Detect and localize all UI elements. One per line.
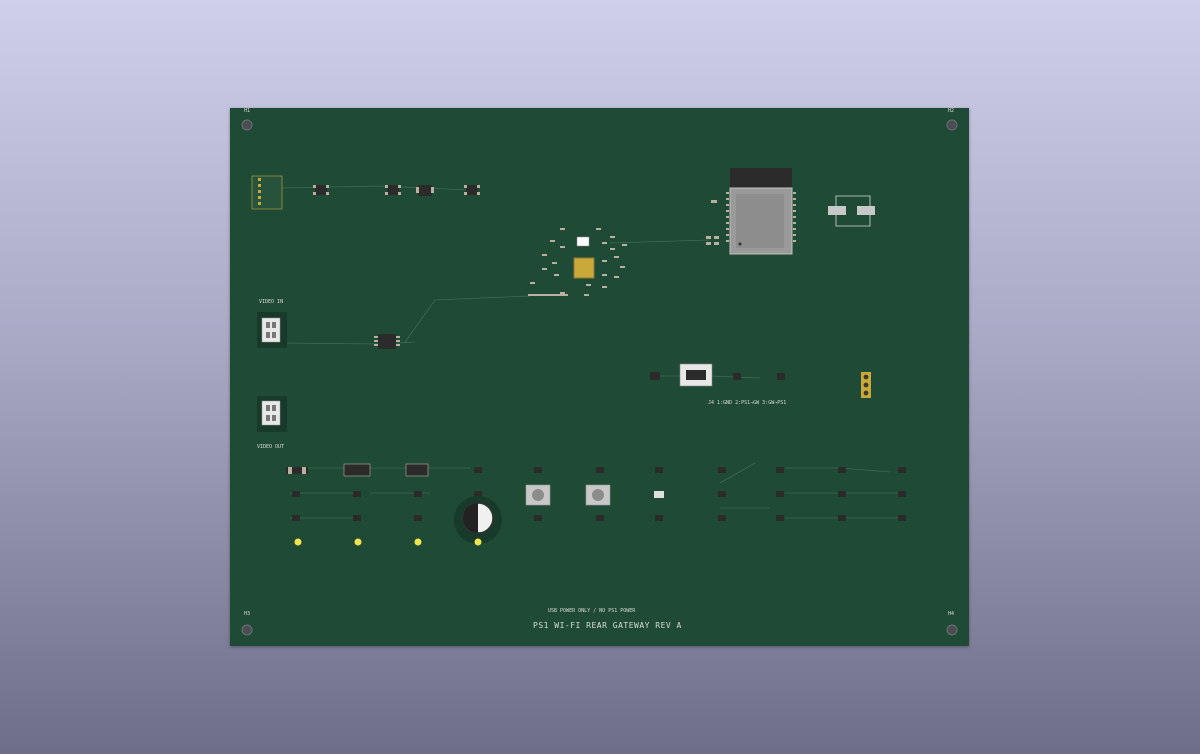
led-2	[354, 538, 362, 546]
pcb-layout	[241, 119, 958, 636]
video-amp-ic	[374, 334, 400, 349]
pin-header	[861, 372, 871, 398]
j4-pinout-label: J4 1:GND 2:PS1→GW 3:GW→PS1	[708, 400, 787, 406]
mounting-hole-h3	[241, 624, 253, 636]
j4-connector	[650, 363, 785, 387]
mcu-cluster	[528, 228, 627, 296]
usb-connector	[251, 175, 283, 210]
tactile-buttons	[525, 484, 611, 506]
board-title: PS1 WI-FI REAR GATEWAY REV A	[533, 621, 682, 630]
video-out-connector	[257, 396, 287, 432]
esp32-module	[706, 168, 796, 255]
mounting-hole-h1	[241, 119, 253, 131]
copper-traces	[279, 185, 900, 519]
buzzer	[454, 496, 502, 544]
led-1	[294, 538, 302, 546]
power-note-label: USB POWER ONLY / NO PS1 POWER	[548, 608, 636, 614]
mounting-hole-h2	[946, 119, 958, 131]
mounting-hole-h4	[946, 624, 958, 636]
video-in-label: VIDEO IN	[259, 299, 284, 305]
led-3	[414, 538, 422, 546]
mounting-hole-label-h3: H3	[244, 611, 251, 617]
battery-holder	[828, 195, 875, 227]
mounting-hole-label-h1: H1	[244, 108, 251, 114]
top-row-components	[313, 185, 480, 196]
led-4	[474, 538, 482, 546]
mounting-hole-label-h2: H2	[948, 108, 955, 114]
video-in-connector	[257, 312, 287, 348]
status-leds	[294, 538, 482, 546]
mounting-holes	[241, 119, 958, 636]
mounting-hole-label-h4: H4	[948, 611, 955, 617]
pcb-board: H1 H2 H3 H4 VIDEO IN VIDEO OUT J4 1:GND …	[230, 108, 969, 646]
video-out-label: VIDEO OUT	[257, 444, 285, 450]
bottom-components	[286, 463, 906, 521]
